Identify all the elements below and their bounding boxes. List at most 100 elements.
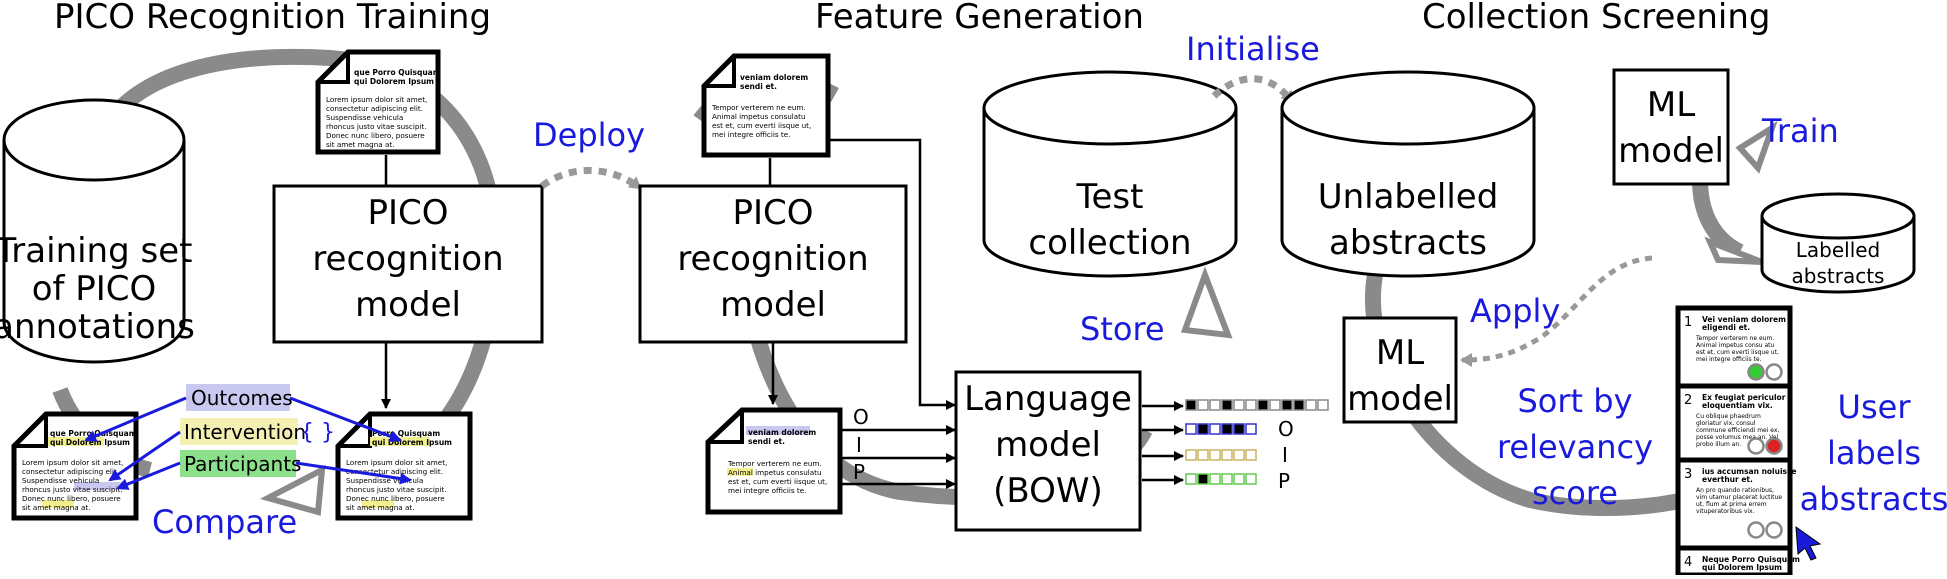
test-collection-label-2: collection xyxy=(1028,223,1191,263)
ranked-item-line: An pro quando rationibus, xyxy=(1696,487,1774,494)
ml-model-label-1: ML xyxy=(1376,333,1424,373)
doc-line: Suspendisse vehicula xyxy=(326,113,403,122)
label-include-button[interactable] xyxy=(1747,437,1765,455)
doc-line: consectetur adipiscing elit. xyxy=(22,467,119,476)
user-labels-3: abstracts xyxy=(1800,480,1947,518)
ranked-item-line: Cu oblique phaedrum xyxy=(1696,413,1761,420)
doc-line: Lorem ipsum dolor sit amet, xyxy=(346,458,447,467)
bow-vector-cell xyxy=(1197,449,1209,461)
ranked-item-line: probo illum an. xyxy=(1696,441,1741,448)
doc-title: que Porro Quisquam xyxy=(354,68,441,77)
ranked-item-title: qui Dolorem Ipsum xyxy=(1702,563,1782,572)
ranked-item-title: eloquentiam vix. xyxy=(1702,401,1773,410)
deploy-label: Deploy xyxy=(533,116,645,154)
oip-label-i: I xyxy=(856,433,862,457)
label-include-button[interactable] xyxy=(1747,521,1765,539)
bow-vector-cell xyxy=(1245,473,1257,485)
tag-pointer-arrows xyxy=(84,396,412,490)
ranked-item-line: ut, flum at prima errem xyxy=(1696,501,1767,508)
doc-title: veniam dolorem xyxy=(748,428,816,437)
unlabelled-label-1: Unlabelled xyxy=(1318,177,1499,217)
language-model-label-1: Language xyxy=(964,379,1132,419)
doc-line: Donec nunc libero, posuere xyxy=(346,494,445,503)
ranked-item-line: Tempor verterem ne eum. xyxy=(1695,335,1774,342)
doc-line: mei integre officiis te. xyxy=(712,130,790,139)
labelled-cylinder: Labelled abstracts xyxy=(1760,192,1916,294)
bow-vector-cell xyxy=(1257,399,1269,411)
doc-to-bow-arrow xyxy=(828,138,956,410)
unlabelled-label-2: abstracts xyxy=(1329,223,1487,263)
pico-model-label-2: recognition xyxy=(312,239,503,279)
doc-title: sendi et. xyxy=(740,82,777,91)
doc-line: Animal impetus consulatu xyxy=(728,468,822,477)
document-model-output: Porro Quisquam qui Dolorem Ipsum Lorem i… xyxy=(335,411,473,521)
ml-model-label-2: model xyxy=(1347,379,1453,419)
doc-line: Animal impetus consulatu xyxy=(712,112,806,121)
pico-tags: Outcomes Intervention { } Participants xyxy=(180,384,335,477)
bow-vector-cell xyxy=(1197,473,1209,485)
store-label: Store xyxy=(1080,310,1165,348)
compare-arrowhead xyxy=(259,464,326,516)
bow-vector-cell xyxy=(1185,399,1197,411)
ranked-item-title: Ex feugiat periculor xyxy=(1702,393,1786,402)
bow-vector-cell xyxy=(1293,399,1305,411)
ranked-item-line: Animal impetus consu atu xyxy=(1696,342,1775,349)
sort-label-2: relevancy xyxy=(1497,428,1653,466)
bow-vector-cell xyxy=(1233,423,1245,435)
label-exclude-button[interactable] xyxy=(1765,363,1783,381)
label-exclude-button[interactable] xyxy=(1765,437,1783,455)
doc-title: Porro Quisquam xyxy=(372,429,440,438)
deploy-arrow xyxy=(539,167,643,191)
labelled-label-2: abstracts xyxy=(1792,264,1885,288)
ranked-item-number: 2 xyxy=(1684,393,1692,408)
pico-model-label-3: model xyxy=(720,285,826,325)
doc-line: rhoncus justo vitae suscipit. xyxy=(346,485,447,494)
ranked-item-line: est et, cum everti iisque ut, xyxy=(1696,349,1779,356)
tag-participants: Participants xyxy=(184,452,301,476)
bow-vector-cell xyxy=(1305,399,1317,411)
doc-line: est et, cum everti iisque ut, xyxy=(728,477,827,486)
section-title-feature-generation: Feature Generation xyxy=(815,0,1144,37)
labelled-label-1: Labelled xyxy=(1796,238,1881,262)
ranked-item-line: gloriatur vix, consul xyxy=(1696,420,1756,427)
bow-vector-cell xyxy=(1245,449,1257,461)
document-ground-truth: que Porro Quisquam qui Dolorem Ipsum Lor… xyxy=(11,411,139,521)
test-collection-label-1: Test xyxy=(1076,177,1144,217)
bow-label-o: O xyxy=(1278,417,1294,441)
doc-title: qui Dolorem Ipsum xyxy=(372,438,452,447)
section-title-pico-training: PICO Recognition Training xyxy=(54,0,491,37)
doc-line: Lorem ipsum dolor sit amet, xyxy=(326,95,427,104)
bow-vector-cell xyxy=(1209,423,1221,435)
doc-line: sit amet magna at. xyxy=(22,503,91,512)
label-exclude-button[interactable] xyxy=(1765,521,1783,539)
bow-vector-cell xyxy=(1197,423,1209,435)
initialise-label: Initialise xyxy=(1186,30,1320,68)
training-set-cylinder: Training set of PICO annotations xyxy=(0,98,195,364)
doc-line: sit amet magna at. xyxy=(346,503,415,512)
bow-vector-cell xyxy=(1209,449,1221,461)
apply-arrow xyxy=(1460,255,1653,367)
ranked-item-title: ius accumsan noluisse xyxy=(1702,467,1797,476)
doc-title: qui Dolorem Ipsum xyxy=(50,438,130,447)
train-label: Train xyxy=(1761,112,1839,150)
screening-cycle-arc-top xyxy=(1692,179,1744,260)
training-set-label-1: Training set xyxy=(0,231,192,271)
doc-line: Lorem ipsum dolor sit amet, xyxy=(22,458,123,467)
label-include-button[interactable] xyxy=(1747,363,1765,381)
train-arrowhead xyxy=(1735,120,1778,174)
labelled-arrowhead xyxy=(1704,236,1764,265)
ml-model-label-1: ML xyxy=(1647,85,1695,125)
doc-line: est et, cum everti iisque ut, xyxy=(712,121,811,130)
pico-model-label-2: recognition xyxy=(677,239,868,279)
bow-vector-cell xyxy=(1185,423,1197,435)
bow-vector-cell xyxy=(1245,399,1257,411)
sort-label-1: Sort by xyxy=(1517,382,1632,420)
bow-vector-cell xyxy=(1245,423,1257,435)
doc-line: Tempor verterem ne eum. xyxy=(727,459,822,468)
ml-model-train-box: ML model xyxy=(1612,68,1730,186)
bow-vector-cell xyxy=(1281,399,1293,411)
bow-vector-cell xyxy=(1221,423,1233,435)
doc-line: Donec nunc libero, posuere xyxy=(326,131,425,140)
oip-label-o: O xyxy=(853,405,869,429)
doc-line: mei integre officiis te. xyxy=(728,486,806,495)
